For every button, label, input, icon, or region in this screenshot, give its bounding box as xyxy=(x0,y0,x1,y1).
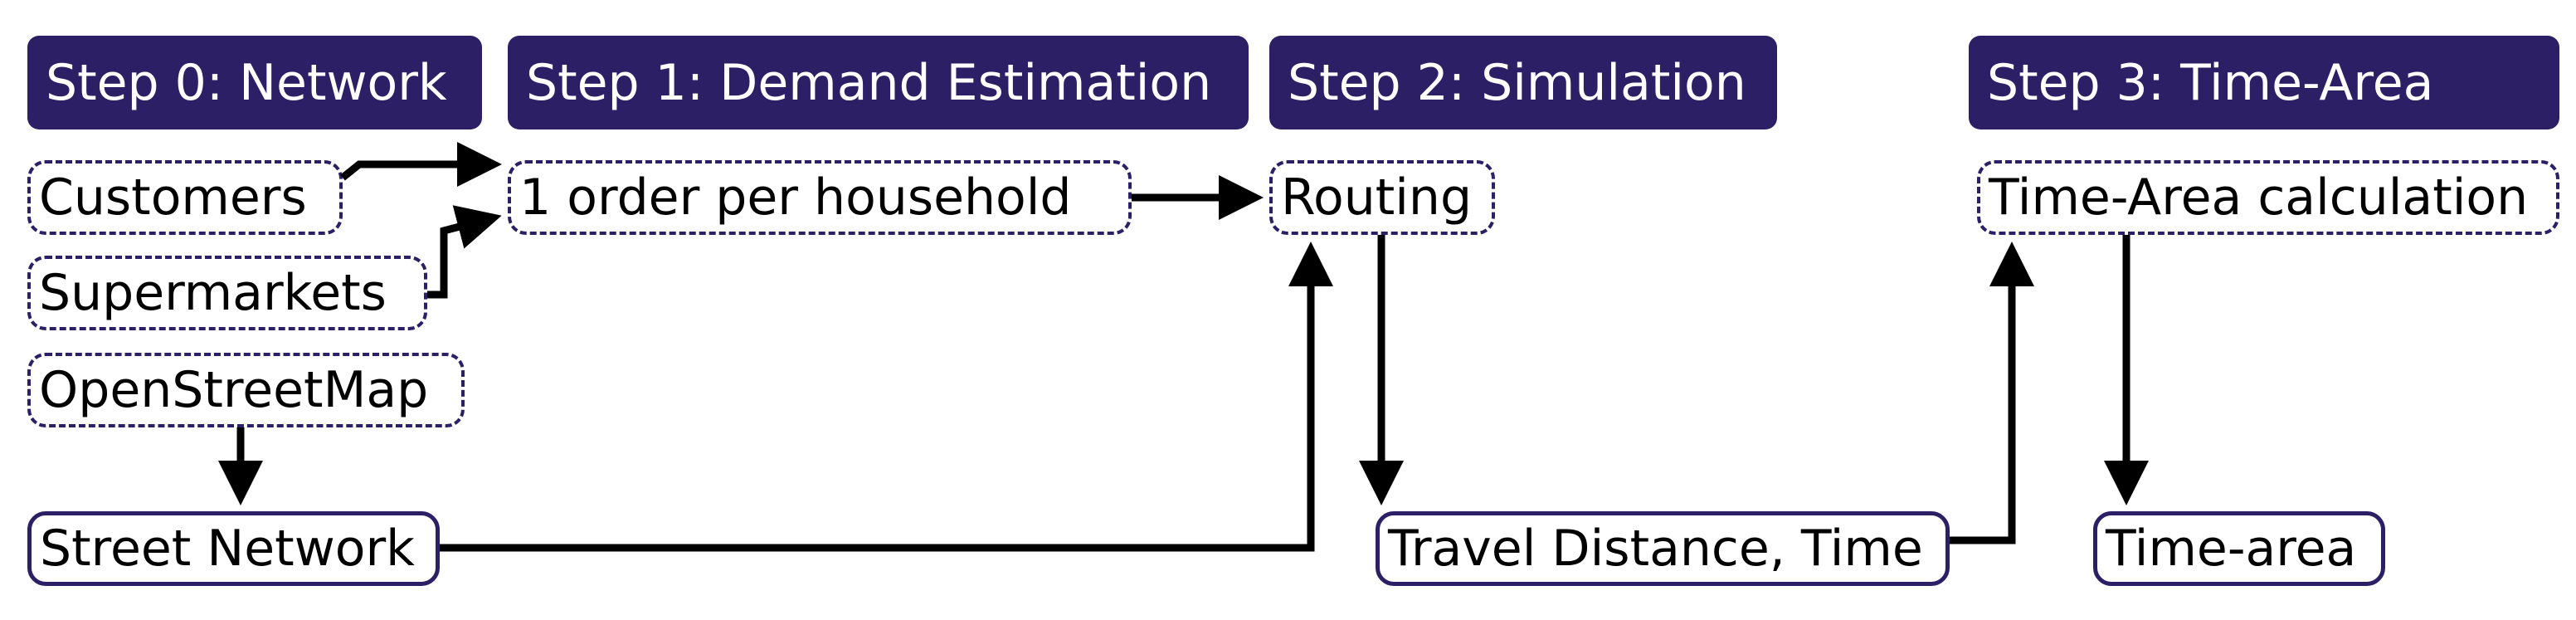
arrow-supermarkets-to-order xyxy=(427,205,502,299)
time-area-calculation-node: Time-Area calculation xyxy=(1977,160,2559,235)
travel-distance-time-node: Travel Distance, Time xyxy=(1376,511,1950,586)
step3-header: Step 3: Time-Area xyxy=(1969,36,2559,129)
street-network-node: Street Network xyxy=(27,511,440,586)
step2-header: Step 2: Simulation xyxy=(1269,36,1777,129)
arrow-travel-to-time-area-calculation xyxy=(1950,242,2034,544)
arrow-street-network-to-routing xyxy=(440,242,1333,552)
openstreetmap-node: OpenStreetMap xyxy=(27,353,465,427)
step0-header: Step 0: Network xyxy=(27,36,482,129)
step1-header: Step 1: Demand Estimation xyxy=(508,36,1249,129)
order-per-household-node: 1 order per household xyxy=(508,160,1132,235)
customers-node: Customers xyxy=(27,160,343,235)
time-area-node: Time-area xyxy=(2093,511,2385,586)
arrow-customers-to-order xyxy=(340,142,502,187)
routing-node: Routing xyxy=(1269,160,1495,235)
supermarkets-node: Supermarkets xyxy=(27,256,427,330)
